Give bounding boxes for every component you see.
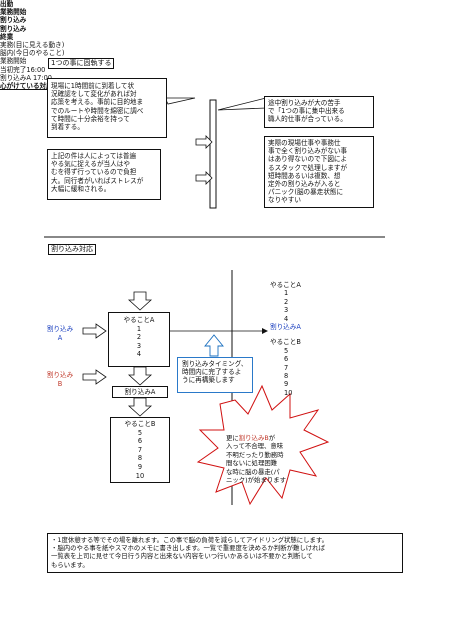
note-top-right: 途中割り込みが大の苦手 で「1つの事に集中出来る 職人的仕事が合っている。 [264,96,374,128]
note-line: 大。同行者がいればストレスが [51,176,144,185]
stack-item: 1 [136,324,142,333]
note-line: 事で全く割り込みがない事 [268,147,348,156]
flow-interrupt1-label: 割り込み [0,16,27,25]
coping-line: ・1度休憩する等でその場を離れます。この事で脳の負荷を減らしてアイドリング状態に… [51,536,329,544]
section3-header: 心がけている対応方法 [0,82,66,91]
stack-a: やることA 1 2 3 4 [108,312,170,367]
interrupt-a-time: 割り込みA 17:00 [0,73,52,82]
first-done-time: 当初完了16:00 [0,65,46,74]
interrupt-a-label: 割り込み A [40,325,80,342]
note-line: 応策を考える。事前に目的地ま [51,98,144,107]
note-line: 職人的仕事が合っている。 [268,115,347,124]
brain-item: 4 [284,314,289,323]
brain-b-title: やることB [270,338,301,347]
coping-line: ・脳内のやる事を紙やスマホのメモに書き出します。一覧で重要度を決めるか判断が難し… [51,544,325,553]
section2-header: 割り込み対応 [48,244,96,255]
note-line: パニック(脳の暴走状態に [268,188,344,197]
begin-label: 業務開始 [0,57,27,66]
stack-item: 8 [137,454,143,463]
interrupt-b-letter: B [57,379,63,388]
interrupt-a-text: 割り込み [46,325,74,333]
note-line: なりやすい [268,196,301,205]
brain-list: やることA 1 2 3 4 割り込みA やることB 5 6 7 8 9 10 [270,281,320,397]
note-line: はあり得ないので下図によ [268,155,348,164]
coping-box: ・1度休憩する等でその場を離れます。この事で脳の負荷を減らしてアイドリング状態に… [47,533,403,573]
stack-item: 4 [136,350,142,359]
note-line: でのルートや時間を綿密に調べ [51,106,144,115]
stack-item: 10 [135,471,145,480]
brain-item: 7 [284,363,289,372]
interrupt-b-label: 割り込み B [40,371,80,388]
coping-line: もらいます。 [51,560,89,569]
burst-line: ニック)が始まります [226,476,287,485]
brain-item: 9 [284,380,289,389]
burst-line: な時に脳の暴走(パ [226,467,280,476]
note-line: 現場に1時間前に到着して状 [51,82,135,90]
stack-item: 9 [137,462,143,471]
stack-b: やることB 5 6 7 8 9 10 [110,417,170,483]
note-line: て時間に十分余裕を持って [51,114,130,123]
burst-word: が [268,434,276,442]
burst-line: 不明だったり勤務時 [226,450,284,459]
note-line: 途中割り込みが大の苦手 [268,99,341,107]
note-line: 大幅に緩和される。 [51,184,111,193]
flow-begin-label: 業務開始 [0,8,27,17]
note-line: 況確認をして変化があれば対 [51,90,137,99]
note-line: 時間内に完了するよ [182,368,242,377]
section1-header: 1つの事に固執する [48,58,115,69]
stack-a-title: やることA [123,316,155,324]
interrupt-a-letter: A [57,333,63,342]
note-bottom-left: 上記の件は人によっては普遍 やる気に捉えるが当人はや むを得ず行っているので負担… [47,149,161,200]
note-line: 定外の割り込みが入ると [268,180,341,189]
brain-a-title: やることA [270,281,301,289]
coping-line: 一覧表を上司に見せて今日行う内容と出来ない内容をいつ行いかあるいは不要かと判断し… [51,552,313,561]
note-line: 実際の現場仕事や事務仕 [268,139,341,147]
stack-item: 2 [136,333,142,342]
burst-interrupt-b: 割り込みB [238,434,269,442]
note-line: で「1つの事に集中出来る [268,107,345,116]
burst-text: 更に割り込みBが 入って不合理、意味 不明だったり勤務時 間ないに処理困難 な時… [226,434,306,484]
flow-interrupt2-label: 割り込み [0,24,27,33]
brain-item: 10 [284,388,293,397]
flow-end-label: 終業 [0,32,14,41]
flow-start-label: 出勤 [0,0,14,8]
stack-item: 3 [136,341,142,350]
left-column-title: 実務(目に見える動き) [0,41,65,50]
note-bottom-right: 実際の現場仕事や事務仕 事で全く割り込みがない事 はあり得ないので下図によ るス… [264,136,374,208]
note-line: やる気に捉えるが当人はや [51,160,130,169]
stack-item: 5 [137,428,143,437]
stack-b-title: やることB [124,420,156,428]
brain-item: 5 [284,346,289,355]
right-column-title: 脳内(今日のやること) [0,49,65,58]
note-line: 上記の件は人によっては普遍 [51,152,137,160]
burst-word: 更に [226,434,239,442]
note-line: うに再構築します [182,376,235,385]
note-line: 短時間あるいは複数、想 [268,171,341,180]
brain-item: 6 [284,355,289,364]
note-line: るスタックで処理しますが [268,163,348,172]
brain-interrupt-a: 割り込みA [270,323,301,332]
brain-item: 2 [284,297,289,306]
burst-line: 間ないに処理困難 [226,459,278,468]
note-top-left: 現場に1時間前に到着して状 況確認をして変化があれば対 応策を考える。事前に目的… [47,78,167,138]
note-line: 割り込みタイミング、 [182,360,248,368]
interrupt-b-text: 割り込み [46,371,74,379]
stack-item: 7 [137,445,143,454]
stack-item: 6 [137,437,143,446]
brain-item: 3 [284,306,289,315]
brain-item: 8 [284,372,289,381]
burst-line: 入って不合理、意味 [226,442,284,451]
note-line: 到着する。 [51,123,84,132]
brain-item: 1 [284,289,289,298]
timing-note: 割り込みタイミング、 時間内に完了するよ うに再構築します [177,357,253,393]
interrupt-a-box: 割り込みA [112,386,168,398]
note-line: むを得ず行っているので負担 [51,168,137,177]
